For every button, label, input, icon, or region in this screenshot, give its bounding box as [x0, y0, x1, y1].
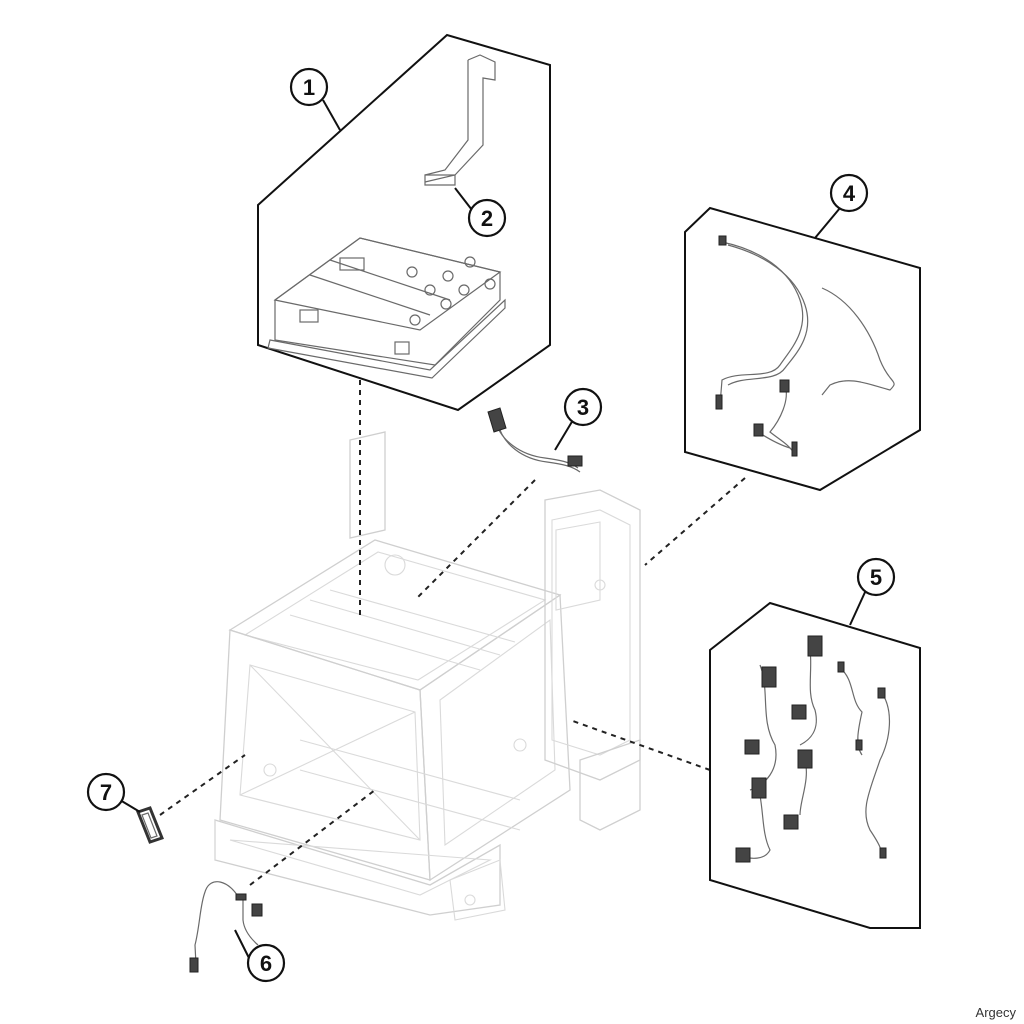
harness-4	[715, 235, 895, 457]
main-module	[267, 237, 506, 379]
callout-4: 4	[829, 173, 869, 213]
part-box-1	[257, 33, 551, 412]
part-box-5	[709, 601, 921, 929]
callout-2-label: 2	[481, 206, 493, 231]
harness-5	[735, 635, 891, 863]
part-7-bracket	[136, 806, 164, 844]
callout-7-label: 7	[100, 780, 112, 805]
callout-5: 5	[856, 557, 896, 597]
part-box-4	[684, 206, 921, 492]
dashed-leaders	[159, 177, 746, 886]
callout-3: 3	[563, 387, 603, 427]
printer-frame	[214, 431, 641, 921]
callout-2: 2	[467, 198, 507, 238]
callout-5-label: 5	[870, 565, 882, 590]
flat-cable-part	[424, 54, 496, 186]
callout-leaders	[119, 99, 867, 961]
callout-1: 1	[289, 67, 329, 107]
callout-6: 6	[246, 943, 286, 983]
callout-1-label: 1	[303, 75, 315, 100]
callout-3-label: 3	[577, 395, 589, 420]
part-3-sensor-cable	[487, 407, 583, 473]
watermark: Argecy	[975, 1005, 1016, 1020]
callout-6-label: 6	[260, 951, 272, 976]
part-6-sensor-cable	[189, 881, 263, 973]
callout-7: 7	[86, 772, 126, 812]
callout-4-label: 4	[843, 181, 856, 206]
